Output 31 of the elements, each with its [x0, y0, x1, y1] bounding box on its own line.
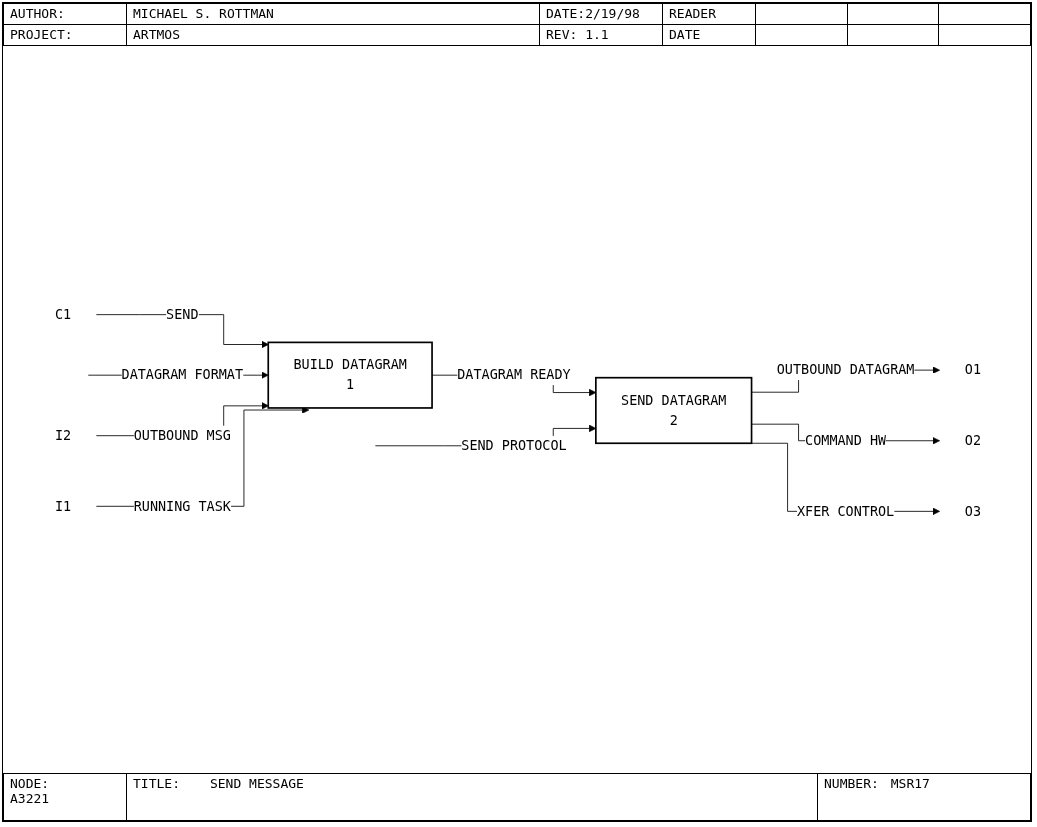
form-field-text: MSR17	[890, 776, 930, 791]
form-field-text: DATE:2/19/98	[546, 6, 640, 21]
edge-label: XFER CONTROL	[797, 502, 895, 519]
form-field-text: NUMBER:	[824, 776, 879, 791]
edge-label: DATAGRAM FORMAT	[121, 366, 244, 383]
form-field-text: PROJECT:	[10, 27, 73, 42]
form-field-text: DATE	[669, 27, 701, 42]
form-field-text: NODE:	[10, 776, 51, 791]
edge-label: SEND	[166, 306, 199, 323]
node-box: BUILD DATAGRAM 1	[267, 341, 433, 409]
edge-label: OUTBOUND MSG	[133, 427, 231, 444]
edge-label: DATAGRAM READY	[457, 366, 571, 383]
edge-label: RUNNING TASK	[133, 497, 231, 514]
node-text: O3	[964, 502, 982, 519]
node-text: I2	[54, 427, 72, 444]
node-text: I1	[54, 497, 72, 514]
edge-label: COMMAND HW	[805, 432, 887, 449]
node-text: O1	[964, 361, 982, 378]
edge-label: OUTBOUND DATAGRAM	[776, 361, 915, 378]
node-box: SEND DATAGRAM 2	[595, 376, 753, 445]
form-field-text: REV: 1.1	[546, 27, 609, 42]
form-field-text: A3221	[10, 791, 51, 806]
form-field-text: MICHAEL S. ROTTMAN	[133, 6, 274, 21]
node-text: C1	[54, 306, 72, 323]
edge-label: SEND PROTOCOL	[461, 437, 567, 454]
form-field-text: AUTHOR:	[10, 6, 65, 21]
diagram-title: SEND MESSAGE	[209, 776, 304, 791]
form-field-text: READER	[669, 6, 716, 21]
node-text: O2	[964, 432, 982, 449]
form-field-text: TITLE:	[133, 776, 180, 791]
form-field-text: ARTMOS	[133, 27, 180, 42]
